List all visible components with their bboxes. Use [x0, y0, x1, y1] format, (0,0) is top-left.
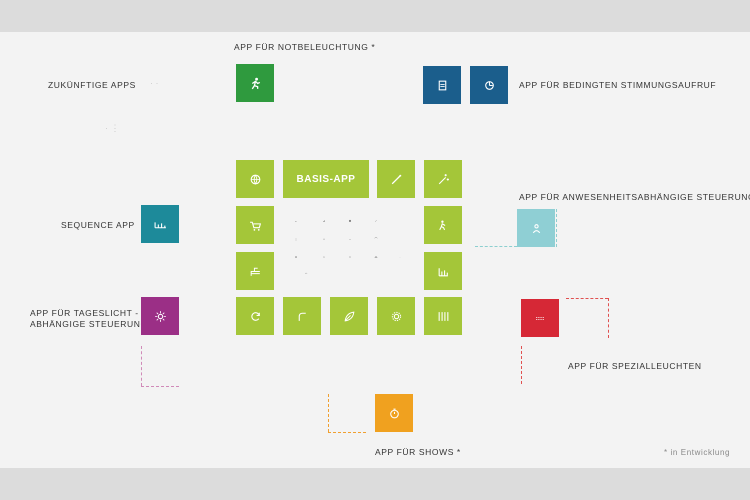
mini-icon: ⁄: [375, 219, 377, 223]
label-notbeleuchtung: APP FÜR NOTBELEUCHTUNG *: [234, 42, 376, 52]
label-anwesenheit: APP FÜR ANWESENHEITSABHÄNGIGE STEUERUNG: [519, 192, 750, 202]
running-man-icon: [251, 77, 260, 89]
faint-placeholder-icon: · ·: [150, 78, 159, 88]
label-stimmungsaufruf: APP FÜR BEDINGTEN STIMMUNGSAUFRUF: [519, 80, 717, 90]
columns-icon: [438, 311, 448, 321]
connector-spezial-v: [608, 298, 609, 338]
leaf-icon: [344, 311, 354, 321]
mini-icon: ∩: [322, 255, 326, 259]
faint-placeholder-icon: · ⋮: [105, 123, 120, 133]
mini-icon: ⁂: [374, 255, 378, 259]
mini-icon: ⌒: [374, 237, 378, 241]
walk-icon: [438, 220, 445, 230]
globe-icon: [250, 174, 260, 185]
stimmung-tile-1[interactable]: [423, 66, 461, 104]
shows-tile[interactable]: [375, 394, 413, 432]
wand-tile[interactable]: [377, 160, 415, 198]
spezial-tile[interactable]: [521, 299, 559, 337]
connector-shows-v: [328, 394, 329, 432]
connector-spezial-v2: [521, 346, 522, 384]
connector-tageslicht-v: [141, 346, 142, 386]
pie-icon: [484, 80, 494, 90]
ladder-icon: [250, 267, 260, 276]
document-icon: [438, 80, 446, 90]
sequence-icon: [154, 221, 166, 228]
tageslicht-tile[interactable]: [141, 297, 179, 335]
stopwatch-icon: [389, 408, 399, 418]
sparkle-tile[interactable]: [424, 160, 462, 198]
cart-icon: [249, 221, 261, 231]
walk-tile[interactable]: [424, 206, 462, 244]
label-shows: APP FÜR SHOWS *: [375, 447, 461, 457]
wand-icon: [391, 174, 401, 184]
person-icon: [532, 223, 540, 233]
connector-tageslicht-h: [141, 386, 179, 387]
connector-anwesenheit-side: [556, 209, 558, 247]
gear-tile[interactable]: [377, 297, 415, 335]
mini-icon: ⌓: [304, 271, 308, 275]
label-speziallleuchten: APP FÜR SPEZIALLEUCHTEN: [568, 361, 702, 371]
label-zukuenftige-apps: ZUKÜNFTIGE APPS: [48, 80, 136, 90]
sparkle-icon: [438, 173, 449, 184]
mini-icon: ≈: [349, 255, 351, 259]
cart-tile[interactable]: [236, 206, 274, 244]
mini-icon: ⋮: [294, 237, 298, 241]
dots-icon: [535, 316, 545, 320]
leaf-tile[interactable]: [330, 297, 368, 335]
curve-icon: [298, 312, 306, 321]
anwesenheit-tile[interactable]: [517, 209, 555, 247]
ladder-tile[interactable]: [236, 252, 274, 290]
mini-icon: ⊡: [294, 255, 298, 259]
stimmung-tile-2[interactable]: [470, 66, 508, 104]
basis-overview: ⌐ ⊿ ✱ ⁄ ⋮ ⌂ ~ ⌒ ⊡ ∩ ≈ ⁂ · ⌓: [285, 207, 410, 287]
globe-tile[interactable]: [236, 160, 274, 198]
connector-anwesenheit: [475, 246, 517, 247]
sequence-tile[interactable]: [141, 205, 179, 243]
notbeleuchtung-tile[interactable]: [236, 64, 274, 102]
label-entwicklung: * in Entwicklung: [664, 448, 731, 457]
mini-icon: ⌂: [323, 237, 325, 241]
refresh-icon: [250, 311, 260, 321]
mini-icon: ·: [399, 255, 401, 259]
gear-icon: [391, 311, 401, 321]
label-tageslicht-1: APP FÜR TAGESLICHT -: [30, 308, 139, 318]
label-tageslicht-2: ABHÄNGIGE STEUERUNG: [30, 319, 148, 329]
columns-tile[interactable]: [424, 297, 462, 335]
mini-icon: ~: [349, 237, 351, 241]
label-sequence-app: SEQUENCE APP: [61, 220, 135, 230]
connector-shows-h: [328, 432, 366, 433]
mini-icon: ✱: [348, 219, 352, 223]
sun-icon: [154, 310, 166, 322]
mini-icon: ⊿: [322, 219, 326, 223]
refresh-tile[interactable]: [236, 297, 274, 335]
mini-icon: ⌐: [295, 219, 297, 223]
basis-app-tile[interactable]: BASIS-APP: [283, 160, 369, 198]
bars-icon: [438, 267, 448, 276]
curve-tile[interactable]: [283, 297, 321, 335]
connector-spezial-h: [566, 298, 608, 299]
bars-tile[interactable]: [424, 252, 462, 290]
